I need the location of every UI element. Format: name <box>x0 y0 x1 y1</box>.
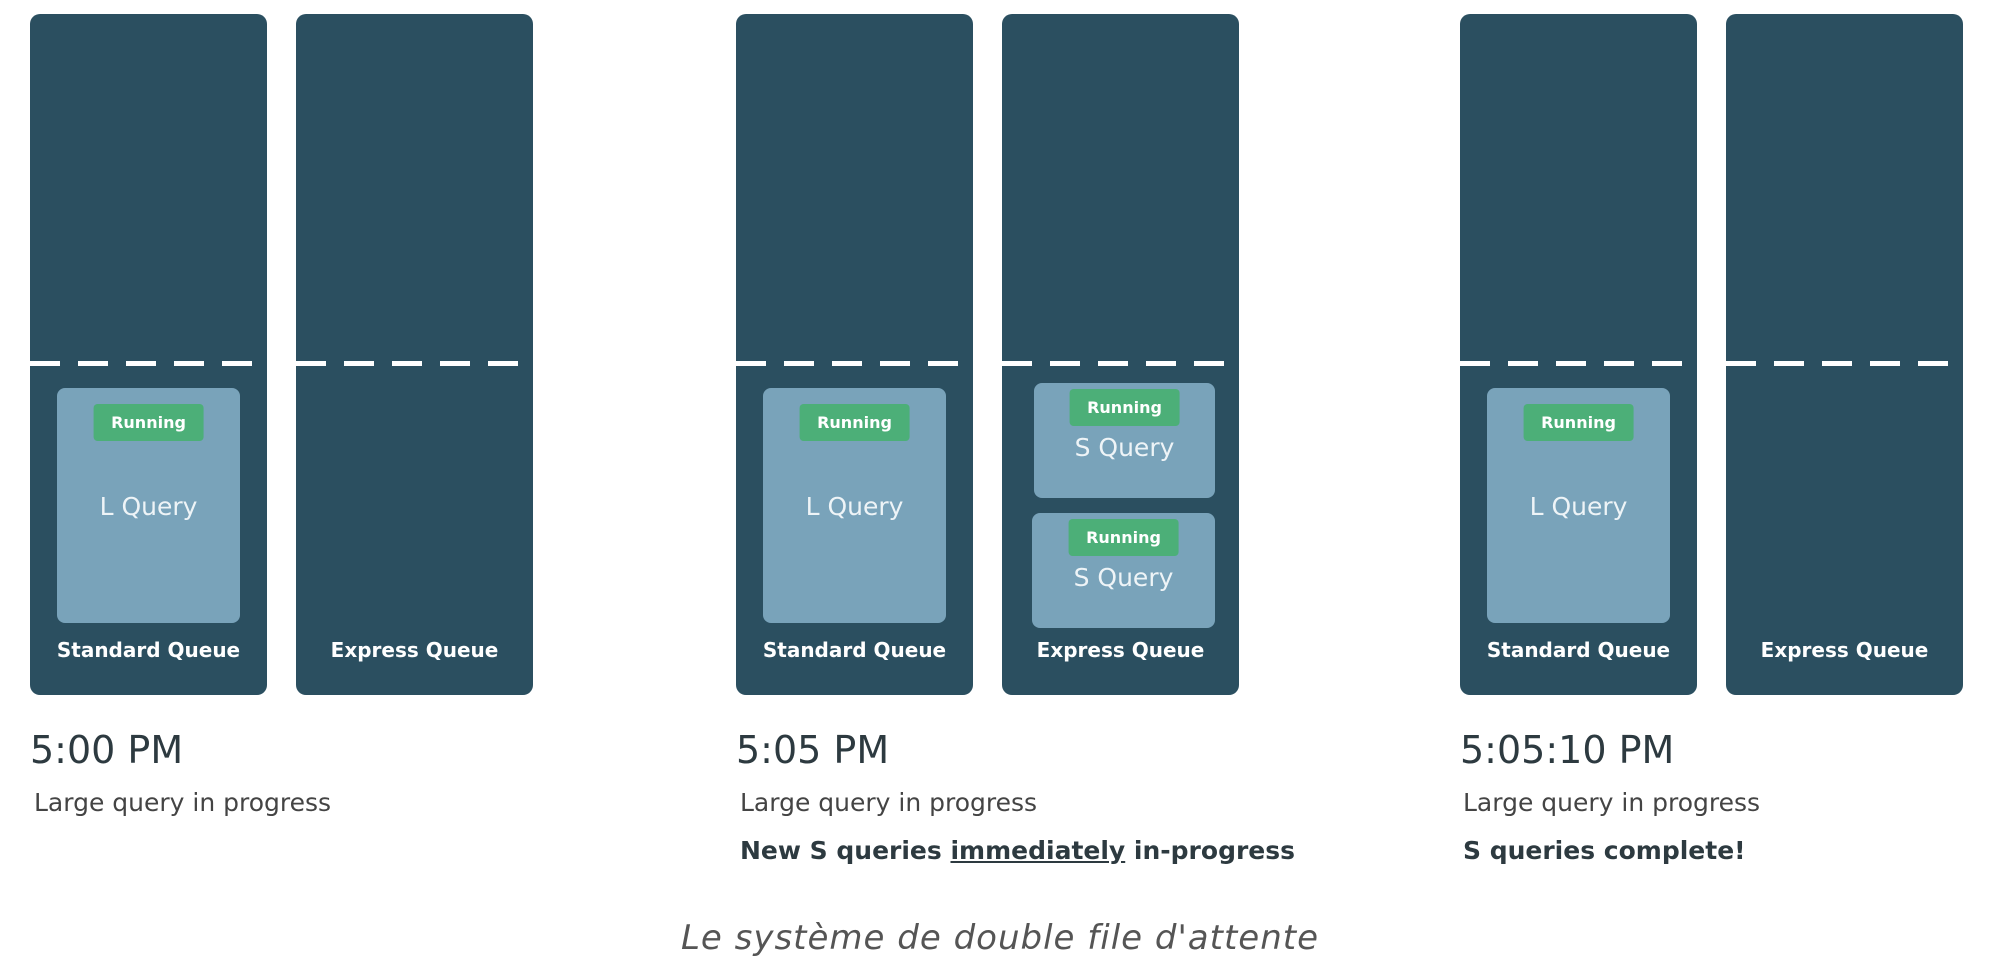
note: New S queries immediately in-progress <box>740 836 1295 865</box>
queue-label: Express Queue <box>1760 638 1929 662</box>
queue-label: Standard Queue <box>762 638 947 662</box>
divider-line <box>1460 361 1697 366</box>
divider-line <box>736 361 973 366</box>
description: Large query in progress <box>34 788 332 817</box>
s-query-box: Running S Query <box>1032 513 1215 628</box>
divider-line <box>1726 361 1963 366</box>
express-queue: Running S Query Running S Query Express … <box>1002 14 1239 695</box>
note-text: in-progress <box>1125 836 1296 865</box>
figure-caption: Le système de double file d'attente <box>680 918 1320 958</box>
running-badge: Running <box>799 404 910 441</box>
queue-label: Standard Queue <box>1486 638 1671 662</box>
l-query-box: Running L Query <box>1487 388 1670 623</box>
standard-queue: Running L Query Standard Queue <box>1460 14 1697 695</box>
note: S queries complete! <box>1463 836 1746 865</box>
description: Large query in progress <box>1463 788 1761 817</box>
query-label: L Query <box>805 492 904 521</box>
express-queue: Express Queue <box>296 14 533 695</box>
standard-queue: Running L Query Standard Queue <box>30 14 267 695</box>
running-badge: Running <box>1069 389 1180 426</box>
l-query-box: Running L Query <box>763 388 946 623</box>
query-label: S Query <box>1074 433 1175 462</box>
divider-line <box>296 361 533 366</box>
time-label: 5:05:10 PM <box>1460 728 1675 772</box>
query-label: S Query <box>1073 563 1174 592</box>
l-query-box: Running L Query <box>57 388 240 623</box>
description: Large query in progress <box>740 788 1038 817</box>
time-label: 5:00 PM <box>30 728 184 772</box>
query-label: L Query <box>1529 492 1628 521</box>
note-emphasis: immediately <box>950 836 1126 865</box>
query-label: L Query <box>99 492 198 521</box>
note-text: New S queries <box>740 836 951 865</box>
running-badge: Running <box>1068 519 1179 556</box>
queue-label: Express Queue <box>1036 638 1205 662</box>
standard-queue: Running L Query Standard Queue <box>736 14 973 695</box>
divider-line <box>30 361 267 366</box>
queue-label: Standard Queue <box>56 638 241 662</box>
running-badge: Running <box>93 404 204 441</box>
queue-label: Express Queue <box>330 638 499 662</box>
time-label: 5:05 PM <box>736 728 890 772</box>
s-query-box: Running S Query <box>1034 383 1215 498</box>
running-badge: Running <box>1523 404 1634 441</box>
express-queue: Express Queue <box>1726 14 1963 695</box>
divider-line <box>1002 361 1239 366</box>
